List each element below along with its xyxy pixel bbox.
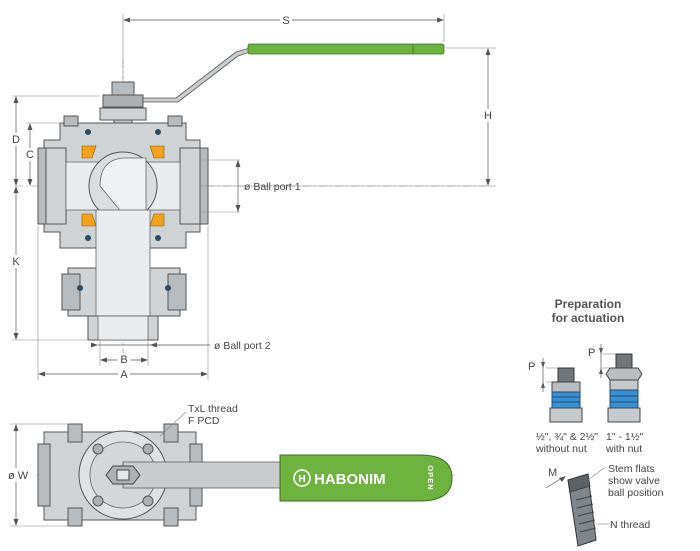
- right-caption-2: with nut: [605, 443, 642, 455]
- left-caption-1: ½", ¾" & 2½": [536, 431, 598, 443]
- dim-A-label: A: [120, 369, 128, 381]
- brand-label: HABONIM: [314, 471, 386, 488]
- dim-D-label: D: [12, 134, 20, 146]
- dim-A: A: [37, 226, 209, 381]
- dim-C-label: C: [26, 149, 34, 161]
- stem-flats-2: show valve: [608, 475, 660, 487]
- stem-flats-1: Stem flats: [608, 463, 655, 475]
- stem-without-nut: P: [528, 358, 583, 423]
- dim-D: D: [9, 95, 100, 186]
- dim-K: K: [9, 186, 88, 341]
- thread-callout: TxL thread F PCD: [159, 403, 238, 437]
- dim-K-label: K: [12, 256, 20, 268]
- svg-text:H: H: [298, 474, 305, 485]
- dim-B-label: B: [120, 354, 127, 366]
- dim-P-right: P: [588, 347, 595, 359]
- open-label: OPEN: [426, 465, 435, 490]
- front-section-view: S H D C: [9, 14, 496, 381]
- dim-M: M: [548, 467, 557, 479]
- left-caption-2: without nut: [535, 443, 587, 455]
- ball-port-2-label: ø Ball port 2: [214, 340, 271, 352]
- dim-W: ø W: [4, 423, 70, 527]
- dim-P-left: P: [528, 361, 535, 373]
- thread-label: TxL thread: [188, 403, 238, 415]
- actuation-title-2: for actuation: [552, 311, 625, 325]
- right-caption-1: 1" - 1½": [606, 431, 643, 443]
- top-view: H HABONIM OPEN ø W TxL thread F PCD: [4, 403, 455, 527]
- n-thread-label: N thread: [610, 519, 650, 531]
- valve-body: [37, 115, 209, 249]
- lower-branch: [61, 209, 187, 341]
- dim-C: C: [24, 122, 60, 186]
- dim-S-label: S: [282, 15, 289, 27]
- actuation-panel: Preparation for actuation P ½", ¾" & 2½"…: [528, 297, 664, 547]
- dim-W-label: ø W: [8, 470, 29, 482]
- ball-port-1-callout: ø Ball port 1: [200, 159, 301, 213]
- lever-handle: [135, 43, 445, 103]
- ball-port-1-label: ø Ball port 1: [244, 181, 301, 193]
- dim-H-label: H: [484, 110, 492, 122]
- actuation-title-1: Preparation: [555, 297, 622, 311]
- stem-with-nut: P: [588, 344, 643, 423]
- dim-B: B: [99, 340, 149, 366]
- dim-S: S: [122, 14, 445, 80]
- pcd-label: F PCD: [188, 415, 220, 427]
- stem-flats-3: ball position: [608, 487, 664, 499]
- stem-flats-detail: M Stem flats show valve ball position N …: [545, 463, 664, 547]
- ball-port-2-callout: ø Ball port 2: [91, 340, 271, 352]
- habonim-logo: H: [293, 469, 311, 487]
- dim-H: H: [200, 47, 496, 187]
